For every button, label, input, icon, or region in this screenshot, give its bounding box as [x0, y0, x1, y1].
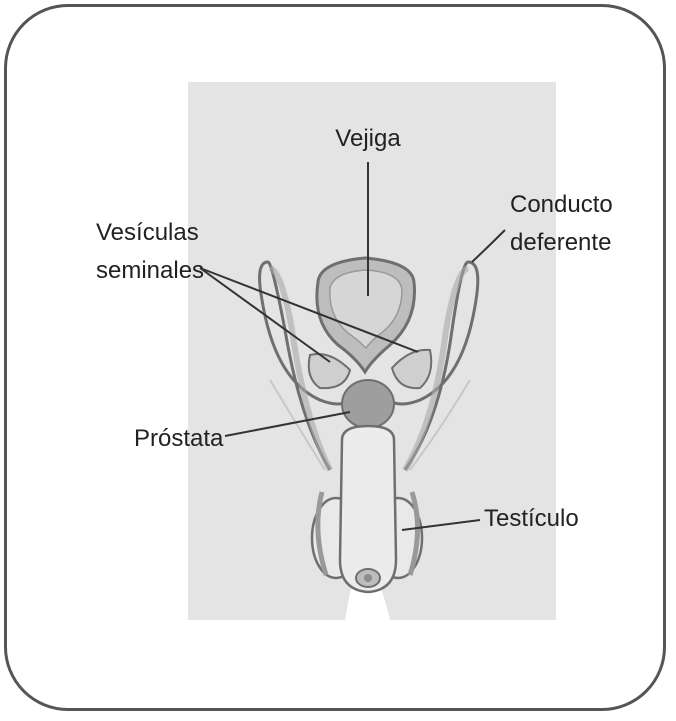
penis-shaft	[340, 426, 396, 592]
label-vas-deferens-2: deferente	[510, 229, 611, 256]
label-testicle: Testículo	[484, 505, 579, 532]
label-seminal-vesicles-1: Vesículas	[96, 219, 199, 246]
label-prostate: Próstata	[134, 425, 224, 452]
label-seminal-vesicles-2: seminales	[96, 257, 204, 284]
prostate	[342, 380, 394, 428]
urethral-opening	[364, 574, 372, 582]
label-vas-deferens-1: Conducto	[510, 191, 613, 218]
label-bladder: Vejiga	[335, 125, 401, 152]
